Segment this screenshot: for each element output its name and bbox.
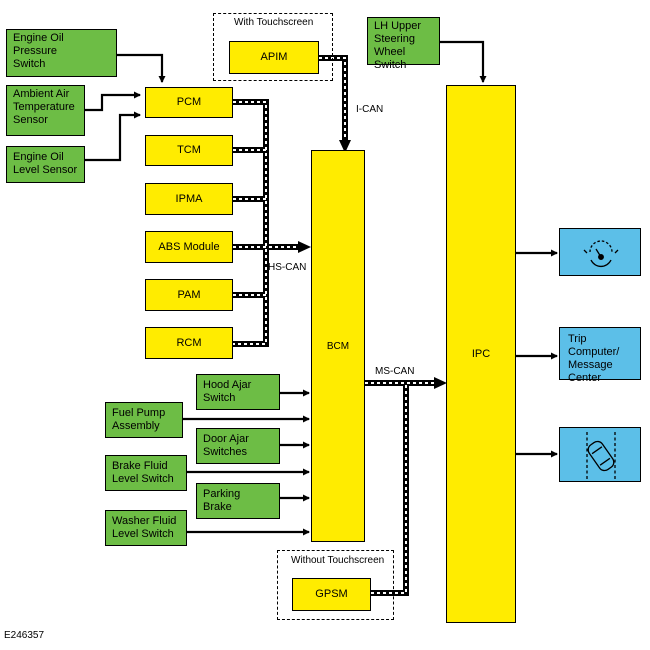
fuel-pump-assembly: Fuel Pump Assembly <box>105 402 183 438</box>
hs-can-label: HS-CAN <box>268 262 307 273</box>
brake-line-1: Brake Fluid <box>112 460 168 472</box>
gpsm-module: GPSM <box>292 578 371 611</box>
fuel-line-2: Assembly <box>112 420 160 432</box>
pam-module: PAM <box>145 279 233 311</box>
washer-fluid-level-switch: Washer Fluid Level Switch <box>105 510 187 546</box>
eop-line-3: Switch <box>13 58 46 70</box>
washer-line-1: Washer Fluid <box>112 515 177 527</box>
brake-fluid-level-switch: Brake Fluid Level Switch <box>105 455 187 491</box>
speed-control-indicator <box>559 228 641 276</box>
engine-oil-level-sensor: Engine Oil Level Sensor <box>6 146 85 183</box>
hood-line-2: Switch <box>203 392 236 404</box>
ipma-label: IPMA <box>175 192 203 205</box>
hood-ajar-switch: Hood Ajar Switch <box>196 374 280 410</box>
no-touchscreen-group <box>277 550 394 620</box>
aat-line-2: Temperature <box>13 101 75 113</box>
gpsm-label: GPSM <box>315 588 348 600</box>
abs-label: ABS Module <box>158 240 220 253</box>
pcm-label: PCM <box>176 96 202 108</box>
no-touchscreen-group-label: Without Touchscreen <box>291 555 385 566</box>
trip-line-1: Trip Computer/ <box>568 333 620 358</box>
eop-line-1: Engine Oil <box>13 32 64 44</box>
tcm-label: TCM <box>177 144 201 156</box>
wire-eop-pcm <box>117 53 166 83</box>
figure-id: E246357 <box>4 630 45 641</box>
ambient-air-temperature-sensor: Ambient Air Temperature Sensor <box>6 85 85 136</box>
ipma-module: IPMA <box>145 183 233 215</box>
engine-oil-pressure-switch: Engine Oil Pressure Switch <box>6 29 117 77</box>
ipc-module: IPC <box>446 85 516 623</box>
tcm-module: TCM <box>145 135 233 166</box>
trip-computer-message-center: Trip Computer/ Message Center <box>559 327 641 384</box>
apim-label: APIM <box>260 51 288 63</box>
aat-line-3: Sensor <box>13 114 48 126</box>
wire-eol-pcm <box>85 111 141 162</box>
lhs-line-1: LH Upper <box>374 20 422 32</box>
touchscreen-group <box>213 13 333 81</box>
trip-line-3: Center <box>568 372 602 384</box>
ms-can-label: MS-CAN <box>375 366 415 377</box>
abs-module: ABS Module <box>145 231 233 263</box>
hood-line-1: Hood Ajar <box>203 379 252 391</box>
eol-line-2: Level Sensor <box>13 164 78 176</box>
washer-line-2: Level Switch <box>112 528 174 540</box>
park-line-1: Parking <box>203 488 241 500</box>
apim-module: APIM <box>229 41 319 74</box>
aat-line-1: Ambient Air <box>13 88 70 100</box>
door-line-1: Door Ajar <box>203 433 249 445</box>
eol-line-1: Engine Oil <box>13 151 64 163</box>
wire-lhs-ipc <box>440 40 487 83</box>
eop-line-2: Pressure <box>13 45 58 57</box>
lh-upper-steering-wheel-switch: LH Upper Steering Wheel Switch <box>367 17 440 71</box>
i-can-label: I-CAN <box>356 104 384 115</box>
rcm-module: RCM <box>145 327 233 359</box>
pam-label: PAM <box>177 288 201 301</box>
vehicle-top-view-icon <box>586 432 616 480</box>
lhs-line-3: Wheel Switch <box>374 46 407 71</box>
bcm-label: BCM <box>326 340 350 352</box>
hs-can-bus <box>233 99 300 347</box>
rcm-label: RCM <box>176 336 202 349</box>
speed-control-icon <box>583 240 619 268</box>
pcm-module: PCM <box>145 87 233 118</box>
vehicle-status-indicator <box>559 427 641 482</box>
lhs-line-2: Steering <box>374 33 415 45</box>
brake-line-2: Level Switch <box>112 473 174 485</box>
door-line-2: Switches <box>203 446 248 458</box>
wire-aat-pcm <box>85 91 141 112</box>
trip-line-2: Message <box>568 359 613 371</box>
parking-brake: Parking Brake <box>196 483 280 519</box>
bcm-module: BCM <box>311 150 365 542</box>
fuel-line-1: Fuel Pump <box>112 407 166 419</box>
door-ajar-switches: Door Ajar Switches <box>196 428 280 464</box>
park-line-2: Brake <box>203 501 232 513</box>
ipc-label: IPC <box>471 347 491 360</box>
touchscreen-group-label: With Touchscreen <box>234 17 314 28</box>
